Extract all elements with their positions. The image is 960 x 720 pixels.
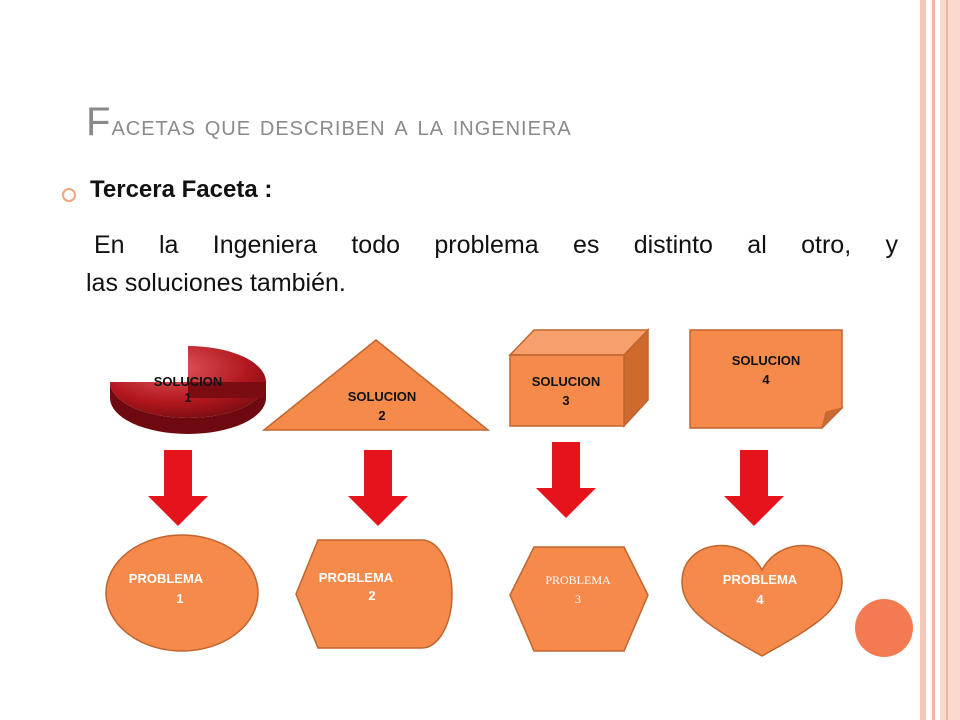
problem-1-label: PROBLEMA [129,571,204,586]
down-arrow-2 [348,450,408,526]
solution-2-number: 2 [378,408,385,423]
solution-3-label: SOLUCION [532,374,601,389]
down-arrow-1 [148,450,208,526]
frame-stripe-3 [940,0,960,720]
title-first-letter: F [86,100,112,144]
title-rest: acetas que describen a la ingeniera [111,110,572,141]
paragraph-line-1: En la Ingeniera todo problema es distint… [94,231,898,259]
faceta-paragraph: En la Ingeniera todo problema es distint… [86,226,898,302]
slide-title: Facetas que describen a la ingeniera [86,100,572,145]
problem-1-number: 1 [176,591,183,606]
problem-2-display-shape [295,539,453,649]
problem-4-heart-shape [681,544,843,657]
down-arrow-4 [724,450,784,526]
solution-1-pie-shape [110,346,266,434]
problem-3-label: PROBLEMA [545,573,611,587]
problem-2-label: PROBLEMA [319,570,394,585]
paragraph-line-2: las soluciones también. [86,269,346,297]
down-arrow-3 [536,442,596,518]
solution-2-label: SOLUCION [348,389,417,404]
frame-stripe-2 [932,0,935,720]
solution-2-triangle-shape [261,339,491,431]
problem-3-hexagon-shape [509,546,649,652]
solution-4-label: SOLUCION [732,353,801,368]
solution-4-note-shape [689,329,844,430]
solution-1-label: SOLUCION [154,374,223,389]
faceta-heading: Tercera Faceta : [90,176,273,203]
frame-stripe-1 [920,0,926,720]
problem-2-number: 2 [368,588,375,603]
solution-1-number: 1 [184,390,191,405]
problem-4-label: PROBLEMA [723,572,798,587]
problem-4-number: 4 [756,592,764,607]
problem-3-number: 3 [575,592,581,606]
solution-3-cube-shape [508,328,650,428]
decorative-circle [855,599,913,657]
solution-4-number: 4 [762,372,770,387]
solution-3-number: 3 [562,393,569,408]
bullet-icon [62,188,76,202]
problem-1-circle-shape [105,534,259,652]
frame-stripe-4 [946,0,948,720]
